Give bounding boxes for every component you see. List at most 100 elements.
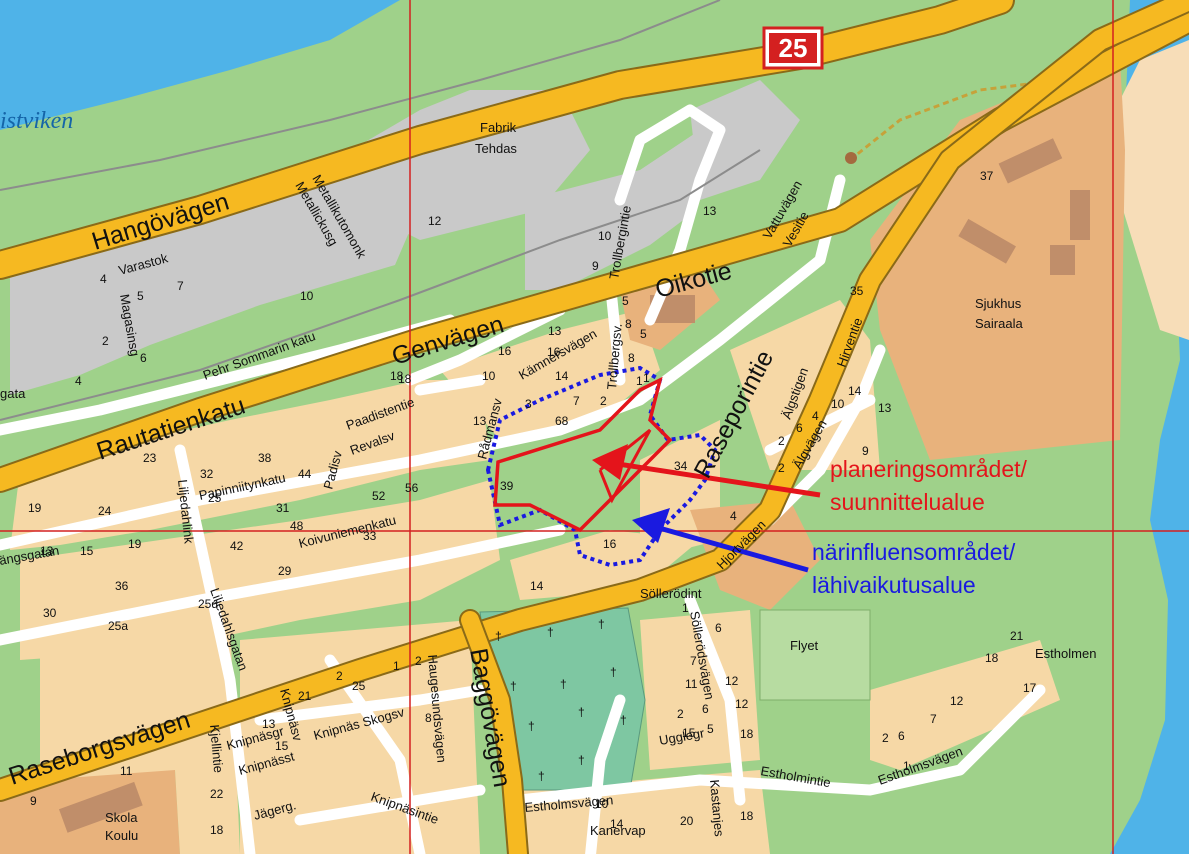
influence-area-boundary [485, 365, 718, 568]
house-number: 2 [778, 434, 785, 448]
svg-text:†: † [610, 665, 617, 679]
house-number: 1 [643, 371, 650, 385]
road-kanervap: Kanervap [590, 823, 646, 838]
house-number: 14 [610, 817, 624, 831]
svg-text:†: † [538, 769, 545, 783]
minor-roads [0, 104, 1046, 854]
svg-text:†: † [560, 677, 567, 691]
water-bay [0, 0, 400, 130]
place-koulu: Koulu [105, 828, 138, 843]
buildings [58, 138, 1090, 833]
house-number: 1 [903, 759, 910, 773]
house-number: 6 [796, 421, 803, 435]
house-number: 68 [555, 414, 569, 428]
house-number: 7 [690, 654, 697, 668]
house-number: 42 [230, 539, 244, 553]
house-number: 25 [352, 679, 366, 693]
house-number: 32 [200, 467, 214, 481]
place-flyet: Flyet [790, 638, 819, 653]
house-number: 12 [735, 697, 749, 711]
place-fabrik: Fabrik [480, 120, 517, 135]
house-number: 19 [128, 537, 142, 551]
planning-arrow [592, 444, 821, 498]
water-label: istviken [0, 108, 73, 134]
road-sollerodint: Sölleröd­int [640, 586, 702, 601]
house-number: 13 [548, 324, 562, 338]
house-number: 1 [393, 659, 400, 673]
svg-text:†: † [598, 617, 605, 631]
house-number: 36 [115, 579, 129, 593]
house-number: 6 [898, 729, 905, 743]
residential-topright [1110, 40, 1189, 340]
legend-influence-line1: närinfluensområdet/ [812, 539, 1016, 565]
road-kjellintie: Kjellintie [207, 724, 226, 774]
legend-influence-line2: lähivaikutusalue [812, 572, 976, 598]
house-number: 14 [530, 579, 544, 593]
house-number: 38 [258, 451, 272, 465]
house-number: 12 [725, 674, 739, 688]
house-number: 10 [595, 797, 609, 811]
house-number: 14 [848, 384, 862, 398]
planning-area-boundary [493, 376, 673, 533]
house-number: 1 [682, 601, 689, 615]
house-number: 10 [300, 289, 314, 303]
svg-text:†: † [510, 679, 517, 693]
house-number: 16 [603, 537, 617, 551]
house-number: 7 [177, 279, 184, 293]
house-number: 10 [598, 229, 612, 243]
flyet-field [759, 609, 871, 701]
house-number: 18 [985, 651, 999, 665]
house-number: 2 [778, 461, 785, 475]
road-kastanjes: Kastanjes [707, 779, 727, 838]
house-number: 1 [636, 374, 643, 388]
house-number: 2 [102, 334, 109, 348]
house-number: 44 [298, 467, 312, 481]
house-number: 18 [398, 372, 412, 386]
house-number: 11 [120, 764, 133, 778]
house-number: 18 [210, 823, 224, 837]
svg-text:†: † [547, 625, 554, 639]
house-number: 21 [1010, 629, 1024, 643]
house-number: 12 [428, 214, 442, 228]
house-number: 10 [831, 397, 845, 411]
house-number: 7 [573, 394, 580, 408]
house-number: 25d [198, 597, 218, 611]
house-number: 3 [525, 397, 532, 411]
house-number: 13 [40, 544, 54, 558]
place-skola: Skola [105, 810, 138, 825]
house-number: 31 [276, 501, 290, 515]
house-number: 9 [862, 444, 869, 458]
house-number: 15 [275, 739, 289, 753]
house-number: 14 [555, 369, 569, 383]
house-number: 4 [100, 272, 107, 286]
house-number: 34 [674, 459, 688, 473]
poi-dot [845, 152, 857, 164]
industrial-area [10, 160, 410, 395]
house-number: 21 [298, 689, 312, 703]
svg-text:†: † [495, 629, 502, 643]
house-number: 23 [143, 451, 157, 465]
house-number: 2 [882, 731, 889, 745]
route-25-number: 25 [779, 33, 808, 63]
house-number: 35 [850, 284, 864, 298]
residential-center-west [10, 380, 490, 550]
house-number: 24 [98, 504, 112, 518]
residential-soller [510, 530, 700, 600]
house-number: 4 [812, 409, 819, 423]
house-number: 13 [473, 414, 487, 428]
legend-planning-line2: suunnittelualue [830, 489, 985, 515]
house-number: 13 [878, 401, 892, 415]
house-number: 25a [108, 619, 128, 633]
house-number: 30 [43, 606, 57, 620]
house-number: 16 [498, 344, 512, 358]
house-number: 5 [622, 294, 629, 308]
place-sjukhus: Sjukhus [975, 296, 1022, 311]
svg-text:†: † [578, 705, 585, 719]
house-number: 15 [80, 544, 94, 558]
house-number: 18 [390, 369, 404, 383]
